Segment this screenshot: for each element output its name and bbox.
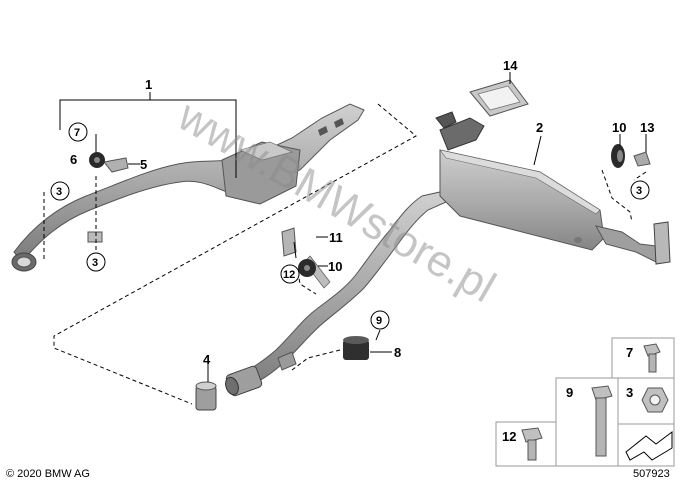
leader-lines xyxy=(59,72,647,382)
view-direction-arrow-icon xyxy=(625,431,673,461)
label-part-10-right: 10 xyxy=(612,120,626,135)
pipe-clamp xyxy=(225,365,263,397)
rubber-mount-10-center xyxy=(298,259,316,277)
label-part-14: 14 xyxy=(503,58,518,73)
svg-text:12: 12 xyxy=(283,269,295,281)
bracket-11 xyxy=(281,227,297,257)
legend-label-3: 3 xyxy=(626,385,633,400)
bracket-13 xyxy=(633,151,651,167)
flange-bolt-12-icon xyxy=(521,427,543,461)
dashed-assembly-lines xyxy=(43,103,647,405)
circled-label-3-lower: 3 xyxy=(86,252,106,272)
circled-label-9: 9 xyxy=(370,310,390,330)
bolt-7-icon xyxy=(643,343,661,373)
svg-text:3: 3 xyxy=(56,186,62,198)
fastener-legend: 7 9 3 12 xyxy=(495,337,675,467)
label-part-8: 8 xyxy=(394,345,401,360)
label-part-4: 4 xyxy=(203,352,211,367)
svg-text:3: 3 xyxy=(636,185,642,197)
label-part-6: 6 xyxy=(70,152,77,167)
legend-label-12: 12 xyxy=(502,429,516,444)
tailpipe-trim-14 xyxy=(469,79,529,117)
label-part-1: 1 xyxy=(145,77,152,92)
label-part-5: 5 xyxy=(140,157,147,172)
svg-text:3: 3 xyxy=(92,257,98,269)
circled-label-7: 7 xyxy=(68,122,88,142)
circled-label-3-left: 3 xyxy=(50,181,70,201)
hex-nut-3-icon xyxy=(641,387,669,413)
hanger-bracket-5 xyxy=(103,157,129,173)
label-part-10-center: 10 xyxy=(328,259,342,274)
rubber-mount-6 xyxy=(89,152,105,168)
rear-muffler xyxy=(435,111,671,265)
svg-text:7: 7 xyxy=(74,127,80,139)
label-part-13: 13 xyxy=(640,120,654,135)
front-pipe-assembly xyxy=(11,103,365,272)
svg-text:9: 9 xyxy=(376,315,382,327)
copyright-text: © 2020 BMW AG xyxy=(6,468,90,480)
label-part-2: 2 xyxy=(536,120,543,135)
rubber-bush-4 xyxy=(195,381,217,411)
rubber-bush-8 xyxy=(343,336,369,360)
legend-label-9: 9 xyxy=(566,385,573,400)
circled-label-3-right: 3 xyxy=(630,180,650,200)
diagram-number: 507923 xyxy=(633,468,670,480)
legend-label-7: 7 xyxy=(626,345,633,360)
rubber-mount-10-right xyxy=(611,144,625,168)
label-part-11: 11 xyxy=(329,230,343,245)
stud-bolt-9-icon xyxy=(591,385,613,457)
circled-label-12: 12 xyxy=(280,264,300,284)
